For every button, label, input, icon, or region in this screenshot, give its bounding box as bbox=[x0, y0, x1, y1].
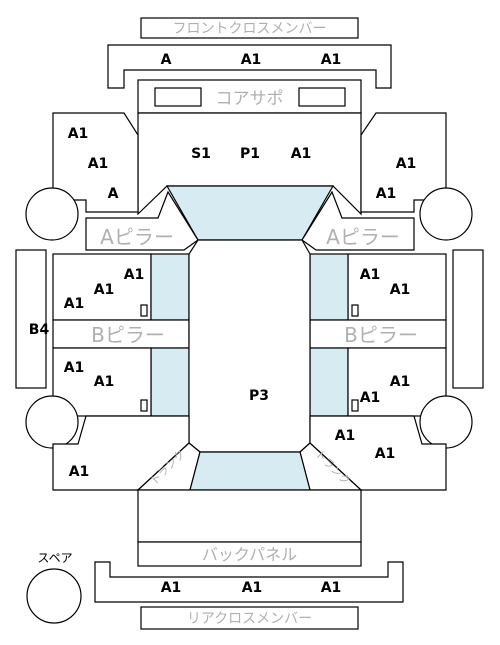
hood-code-a1: A1 bbox=[291, 146, 312, 162]
right-front-door[interactable] bbox=[347, 253, 447, 321]
front-code-a: A bbox=[161, 52, 172, 68]
trunk-lid[interactable] bbox=[137, 489, 362, 543]
left-front-door[interactable] bbox=[52, 253, 152, 321]
front-bumper-panel[interactable] bbox=[107, 44, 392, 89]
right-front-door-code-b: A1 bbox=[390, 282, 411, 298]
right-rear-quarter-code-a: A1 bbox=[335, 428, 356, 444]
left-front-code-a: A bbox=[108, 186, 119, 202]
back-panel-label: バックパネル bbox=[202, 545, 297, 564]
front-code-a1-mid: A1 bbox=[241, 52, 262, 68]
right-front-door-handle[interactable] bbox=[351, 304, 359, 317]
right-front-code-a1-top: A1 bbox=[396, 156, 417, 172]
wheel-front-left[interactable] bbox=[25, 187, 79, 241]
rear-code-a1-right: A1 bbox=[321, 580, 342, 596]
left-front-code-a1-mid: A1 bbox=[88, 156, 109, 172]
left-rear-quarter[interactable] bbox=[52, 415, 190, 491]
right-rear-quarter-code-b: A1 bbox=[375, 446, 396, 462]
a-pillar-right-label: Aピラー bbox=[326, 225, 400, 249]
rear-cross-member-box[interactable] bbox=[140, 606, 359, 630]
b-pillar-right-label: Bピラー bbox=[344, 323, 418, 347]
rocker-left[interactable] bbox=[15, 249, 47, 389]
hood-code-p1: P1 bbox=[240, 146, 260, 162]
b-pillar-left-label: Bピラー bbox=[91, 323, 165, 347]
core-support-label: コアサポ bbox=[216, 89, 284, 109]
headlight-right[interactable] bbox=[298, 87, 346, 107]
rear-code-a1-left: A1 bbox=[161, 580, 182, 596]
a-pillar-left-label: Aピラー bbox=[100, 225, 174, 249]
right-rear-door-code-a: A1 bbox=[390, 374, 411, 390]
rocker-left-code-b4: B4 bbox=[29, 322, 50, 338]
headlight-left[interactable] bbox=[154, 87, 202, 107]
right-rear-door-code-b: A1 bbox=[360, 390, 381, 406]
b-pillar-left[interactable] bbox=[52, 319, 190, 349]
right-front-window[interactable] bbox=[309, 253, 349, 321]
right-rear-window[interactable] bbox=[309, 347, 349, 417]
front-cross-member-box[interactable] bbox=[140, 17, 359, 39]
rear-bumper-panel[interactable] bbox=[94, 561, 404, 603]
right-front-door-code-a: A1 bbox=[360, 267, 381, 283]
roof-code-p3: P3 bbox=[249, 388, 269, 404]
wheel-rear-left[interactable] bbox=[25, 395, 79, 449]
rocker-right[interactable] bbox=[452, 249, 484, 389]
right-rear-door-handle[interactable] bbox=[351, 399, 359, 412]
wheel-front-right[interactable] bbox=[419, 187, 473, 241]
rear-window[interactable] bbox=[189, 451, 311, 491]
hood-code-s1: S1 bbox=[191, 146, 211, 162]
right-front-code-a1-bottom: A1 bbox=[376, 186, 397, 202]
right-front-fender[interactable] bbox=[360, 112, 447, 213]
front-code-a1-right: A1 bbox=[321, 52, 342, 68]
wheel-rear-right[interactable] bbox=[419, 395, 473, 449]
left-rear-door-code-b: A1 bbox=[94, 374, 115, 390]
rear-code-a1-mid: A1 bbox=[242, 580, 263, 596]
left-front-door-handle[interactable] bbox=[140, 304, 148, 317]
back-panel[interactable] bbox=[137, 541, 362, 567]
left-front-window[interactable] bbox=[150, 253, 190, 321]
b-pillar-right[interactable] bbox=[309, 319, 447, 349]
left-front-door-code-b: A1 bbox=[94, 282, 115, 298]
left-rear-quarter-code: A1 bbox=[69, 464, 90, 480]
left-front-door-code-c: A1 bbox=[64, 296, 85, 312]
left-rear-door-code-a: A1 bbox=[64, 360, 85, 376]
left-front-door-code-a: A1 bbox=[124, 267, 145, 283]
spare-tire[interactable] bbox=[26, 568, 82, 624]
a-pillar-right[interactable] bbox=[301, 190, 415, 251]
spare-label: スペア bbox=[37, 551, 72, 565]
rear-cross-member-label: リアクロスメンバー bbox=[187, 611, 312, 627]
left-front-code-a1-top: A1 bbox=[68, 126, 89, 142]
left-rear-door-handle[interactable] bbox=[140, 399, 148, 412]
left-rear-window[interactable] bbox=[150, 347, 190, 417]
front-cross-member-label: フロントクロスメンバー bbox=[173, 21, 327, 37]
roof-panel[interactable] bbox=[188, 239, 311, 453]
